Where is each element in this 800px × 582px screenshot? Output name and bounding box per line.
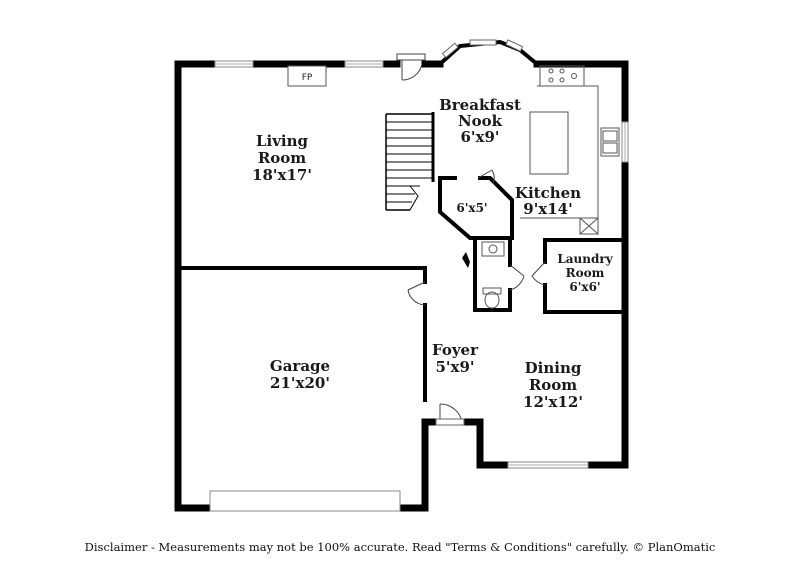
fireplace: FP (287, 65, 327, 87)
room-label-breakfast: Breakfast Nook 6'x9' (439, 96, 521, 146)
room-label-living: Living Room 18'x17' (252, 132, 312, 184)
room-label-garage: Garage 21'x20' (270, 357, 330, 392)
room-label-kitchen: Kitchen 9'x14' (515, 184, 581, 218)
foyer-size: 5'x9' (435, 358, 474, 376)
kitchen-name: Kitchen (515, 184, 581, 202)
bay-window (438, 39, 539, 66)
room-label-pantry: 6'x5' (456, 201, 487, 215)
room-label-dining: Dining Room 12'x12' (523, 359, 583, 411)
foyer-name: Foyer (432, 341, 479, 359)
fireplace-label: FP (302, 73, 313, 83)
powder-room-fixtures (481, 241, 505, 309)
laundry-room-name-1: Laundry (557, 252, 613, 266)
interior-walls (176, 176, 627, 402)
sink-icon (602, 130, 618, 154)
dining-room-name-2: Room (529, 376, 577, 394)
dining-room-size: 12'x12' (523, 393, 583, 411)
laundry-room-name-2: Room (566, 266, 605, 280)
room-label-foyer: Foyer 5'x9' (432, 341, 479, 376)
kitchen-counters (520, 65, 620, 235)
pantry-size: 6'x5' (456, 201, 487, 215)
living-room-size: 18'x17' (252, 166, 312, 184)
breakfast-nook-size: 6'x9' (460, 128, 499, 146)
doors (396, 53, 546, 423)
living-room-name-2: Room (258, 149, 306, 167)
exterior-walls (174, 60, 629, 512)
garage-size: 21'x20' (270, 374, 330, 392)
windows (209, 60, 629, 512)
disclaimer-text: Disclaimer - Measurements may not be 100… (85, 540, 716, 554)
living-room-name-1: Living (256, 132, 309, 150)
room-label-laundry: Laundry Room 6'x6' (557, 252, 613, 294)
stove-icon (548, 68, 577, 83)
kitchen-size: 9'x14' (523, 200, 572, 218)
breakfast-nook-name-2: Nook (458, 112, 503, 130)
dining-room-name-1: Dining (525, 359, 582, 377)
laundry-room-size: 6'x6' (569, 280, 600, 294)
breakfast-nook-name-1: Breakfast (439, 96, 521, 114)
garage-name: Garage (270, 357, 330, 375)
